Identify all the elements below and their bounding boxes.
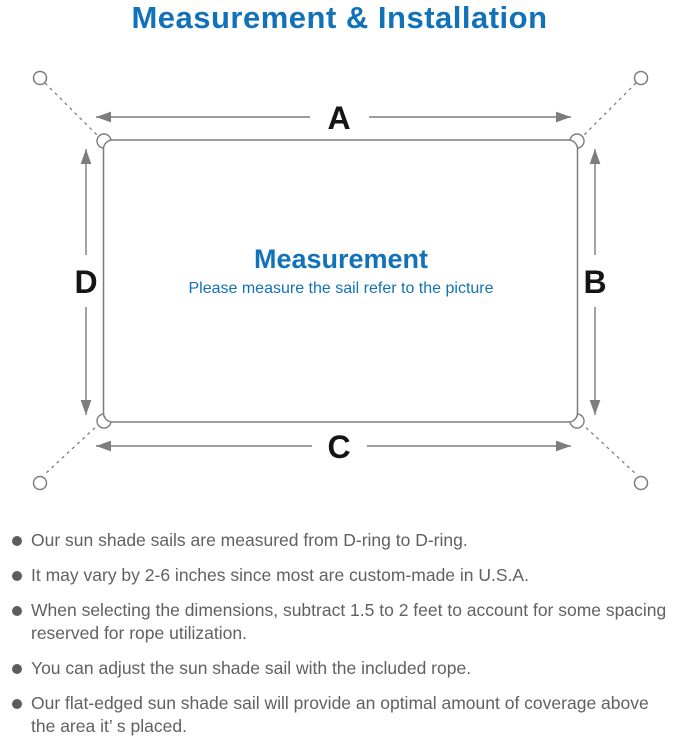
anchor-ring-icon-top-left	[32, 70, 48, 86]
dimension-label-b: B	[583, 264, 606, 300]
list-item: It may vary by 2-6 inches since most are…	[12, 564, 672, 587]
diagram-center-subtitle: Please measure the sail refer to the pic…	[188, 280, 493, 297]
note-line: When selecting the dimensions, subtract …	[31, 600, 667, 620]
note-line: Our sun shade sails are measured from D-…	[31, 530, 468, 550]
note-text: It may vary by 2-6 inches since most are…	[31, 564, 672, 587]
note-text: You can adjust the sun shade sail with t…	[31, 657, 672, 680]
dashed-rope-line-top-right	[580, 82, 637, 139]
bullet-dot-icon	[12, 606, 22, 616]
anchor-ring-icon-bottom-left	[32, 475, 48, 491]
dimension-label-c: C	[327, 429, 350, 465]
sail-measurement-diagram: A B C D Measurement Please measure the s…	[32, 70, 649, 491]
bullet-dot-icon	[12, 536, 22, 546]
dashed-rope-line-bottom-right	[580, 422, 637, 475]
list-item: When selecting the dimensions, subtract …	[12, 599, 672, 645]
note-line: reserved for rope utilization.	[31, 623, 247, 643]
dimension-label-a: A	[327, 100, 350, 136]
anchor-ring-icon-top-right	[633, 70, 649, 86]
note-text: When selecting the dimensions, subtract …	[31, 599, 672, 645]
note-line: Our flat-edged sun shade sail will provi…	[31, 693, 649, 713]
note-line: You can adjust the sun shade sail with t…	[31, 658, 472, 678]
list-item: Our sun shade sails are measured from D-…	[12, 529, 672, 552]
note-line: the area it’ s placed.	[31, 716, 187, 736]
diagram-center-title: Measurement	[254, 244, 428, 274]
bullet-dot-icon	[12, 699, 22, 709]
bullet-dot-icon	[12, 664, 22, 674]
list-item: You can adjust the sun shade sail with t…	[12, 657, 672, 680]
dashed-rope-line-top-left	[44, 82, 101, 139]
note-text: Our sun shade sails are measured from D-…	[31, 529, 672, 552]
anchor-ring-icon-bottom-right	[633, 475, 649, 491]
note-text: Our flat-edged sun shade sail will provi…	[31, 692, 672, 738]
notes-list: Our sun shade sails are measured from D-…	[12, 529, 672, 739]
sail-outline	[102, 139, 579, 423]
dashed-rope-line-bottom-left	[44, 422, 101, 475]
page-title: Measurement & Installation	[131, 0, 548, 35]
list-item: Our flat-edged sun shade sail will provi…	[12, 692, 672, 738]
bullet-dot-icon	[12, 571, 22, 581]
note-line: It may vary by 2-6 inches since most are…	[31, 565, 529, 585]
dimension-label-d: D	[74, 264, 97, 300]
